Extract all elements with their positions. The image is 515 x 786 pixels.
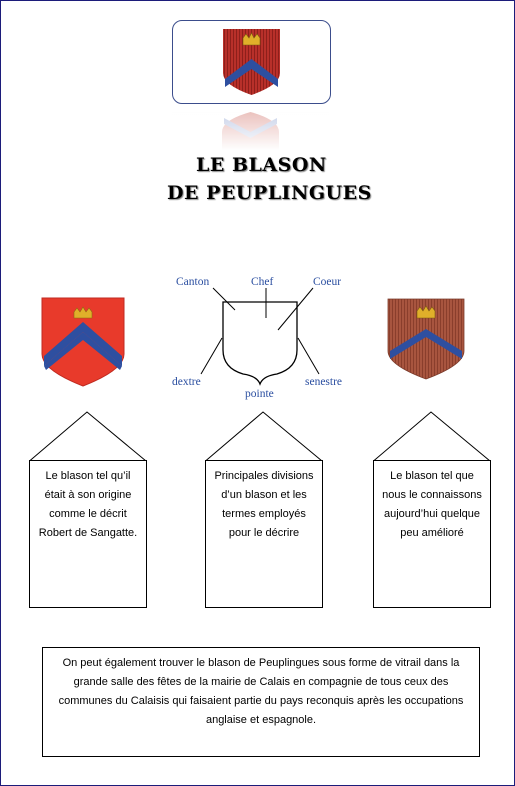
label-pointe: pointe	[245, 388, 274, 400]
label-dextre: dextre	[172, 376, 201, 388]
caption-box-original: Le blason tel qu’il était à son origine …	[29, 411, 147, 608]
caption-box-diagram: Principales divisions d’un blason et les…	[205, 411, 323, 608]
title-line-1: LE BLASON	[196, 154, 327, 176]
title-line-2: DE PEUPLINGUES	[167, 182, 372, 204]
label-coeur: Coeur	[313, 276, 342, 288]
label-senestre: senestre	[305, 376, 343, 388]
caption-original-text: Le blason tel qu’il était à son origine …	[38, 470, 138, 539]
current-shield-image	[386, 297, 466, 386]
footer-text: On peut également trouver le blason de P…	[58, 657, 464, 726]
coat-of-arms-logo	[223, 29, 280, 95]
caption-box-body: Principales divisions d’un blason et les…	[205, 460, 323, 608]
logo-box	[172, 20, 331, 104]
label-chef: Chef	[251, 276, 274, 288]
logo-reflection	[172, 104, 329, 150]
heraldry-divisions-diagram: Canton Chef Coeur dextre senestre pointe	[165, 270, 355, 405]
footer-text-box: On peut également trouver le blason de P…	[42, 647, 480, 757]
caption-box-current: Le blason tel que nous le connaissons au…	[373, 411, 491, 608]
original-shield-image	[40, 296, 126, 393]
caption-box-body: Le blason tel qu’il était à son origine …	[29, 460, 147, 608]
caption-current-text: Le blason tel que nous le connaissons au…	[382, 470, 482, 539]
caption-diagram-text: Principales divisions d’un blason et les…	[214, 470, 314, 539]
caption-box-body: Le blason tel que nous le connaissons au…	[373, 460, 491, 608]
label-canton: Canton	[176, 276, 210, 288]
